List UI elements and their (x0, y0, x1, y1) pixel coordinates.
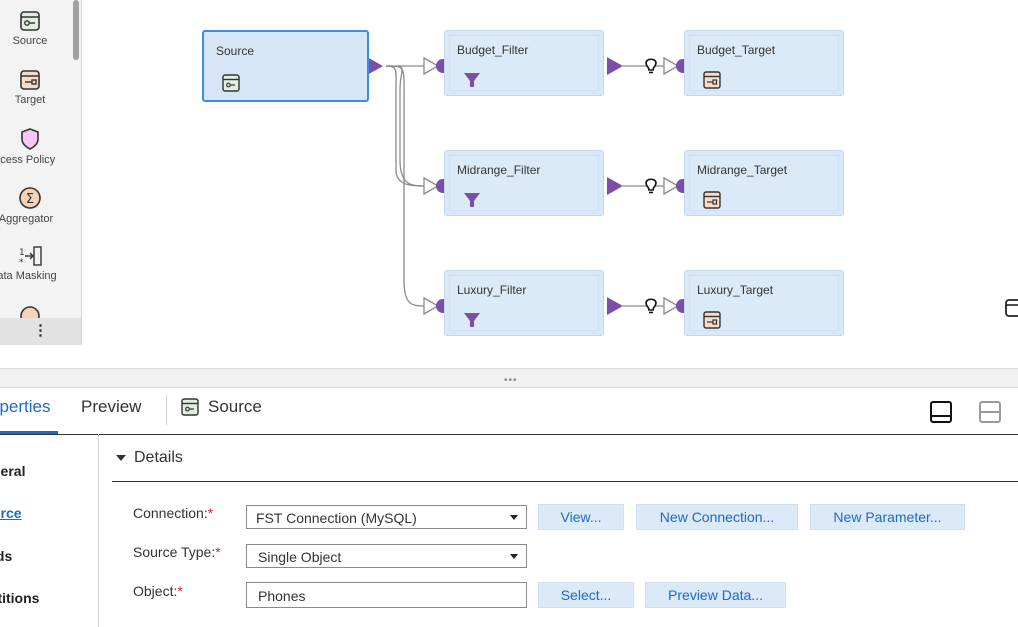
node-source[interactable]: Source (202, 30, 369, 102)
svg-text:Σ: Σ (26, 192, 34, 207)
lightbulb-icon (645, 178, 657, 194)
view-connection-button[interactable]: View... (538, 504, 624, 530)
minimap-icon[interactable] (1004, 298, 1018, 318)
palette-item-access-policy[interactable]: ccess Policy (0, 127, 60, 166)
split-horizontal-icon[interactable] (979, 401, 1001, 423)
node-luxury-filter[interactable]: Luxury_Filter (444, 270, 604, 336)
new-connection-button[interactable]: New Connection... (636, 504, 798, 530)
required-marker: * (177, 583, 183, 599)
source-type-label: Source Type:* (133, 544, 221, 560)
details-title: Details (134, 449, 183, 466)
required-marker: * (207, 505, 214, 521)
new-parameter-button[interactable]: New Parameter... (810, 504, 965, 530)
target-icon (20, 70, 40, 90)
target-icon (703, 311, 721, 329)
node-title: Budget_Target (697, 43, 776, 57)
node-title: Source (216, 44, 255, 58)
palette-label: Target (14, 94, 46, 106)
mapping-canvas[interactable]: Source Budget_Filter Midrange_Filter Lux… (82, 0, 1018, 368)
transformation-palette: Source Target ccess Policy Σ Aggregator … (0, 0, 82, 345)
svg-text:1: 1 (19, 248, 25, 258)
active-tab-indicator (0, 431, 58, 434)
filter-icon (464, 73, 480, 87)
svg-text:*: * (19, 258, 24, 267)
connection-label: Connection:* (133, 505, 214, 521)
dropdown-arrow-icon (510, 515, 518, 520)
filter-icon (464, 193, 480, 207)
panel-splitter[interactable]: ••• (0, 368, 1018, 388)
required-marker: * (215, 544, 221, 560)
object-value: Phones (258, 588, 306, 604)
node-budget-filter[interactable]: Budget_Filter (444, 30, 604, 96)
more-icon: ⋮ (33, 322, 48, 339)
data-masking-icon: 1 * (19, 246, 42, 267)
source-type-value: Single Object (258, 549, 342, 565)
palette-item-data-masking[interactable]: 1 * ata Masking (0, 245, 60, 282)
nav-item-general[interactable]: neral (0, 463, 26, 479)
drag-handle-icon[interactable]: ••• (504, 375, 518, 386)
palette-scrollbar[interactable] (73, 0, 79, 60)
tab-properties[interactable]: operties (0, 397, 51, 416)
nav-item-fields[interactable]: lds (0, 548, 13, 564)
source-icon (222, 74, 240, 92)
node-title: Midrange_Filter (457, 163, 541, 177)
tab-divider (166, 395, 167, 425)
object-label: Object:* (133, 583, 183, 599)
nav-item-source[interactable]: urce (0, 505, 22, 521)
node-luxury-target[interactable]: Luxury_Target (684, 270, 844, 336)
target-icon (703, 71, 721, 89)
palette-label: ata Masking (0, 270, 57, 282)
midrange-filter-output-port (607, 177, 623, 195)
target-icon (703, 191, 721, 209)
palette-item-aggregator[interactable]: Σ Aggregator (0, 186, 60, 225)
link-source-luxury (385, 65, 428, 307)
details-section-header[interactable]: Details (112, 449, 1018, 482)
source-output-port (367, 57, 383, 75)
filter-icon (464, 313, 480, 327)
node-title: Budget_Filter (457, 43, 529, 57)
aggregator-icon: Σ (19, 187, 41, 209)
connection-select[interactable]: FST Connection (MySQL) (246, 505, 527, 529)
palette-item-target[interactable]: Target (0, 69, 60, 106)
node-title: Luxury_Filter (457, 283, 527, 297)
link-layer (367, 56, 690, 316)
dock-bottom-icon[interactable] (930, 401, 952, 423)
selected-object-name: Source (208, 397, 262, 416)
collapse-caret-icon[interactable] (116, 455, 126, 461)
node-title: Midrange_Target (697, 163, 788, 177)
palette-item-source[interactable]: Source (0, 10, 60, 47)
node-midrange-filter[interactable]: Midrange_Filter (444, 150, 604, 216)
budget-filter-output-port (607, 57, 623, 75)
node-title: Luxury_Target (697, 283, 774, 297)
palette-label: Source (12, 35, 48, 47)
lightbulb-icon (645, 58, 657, 74)
select-object-button[interactable]: Select... (538, 582, 634, 608)
palette-item-partial[interactable] (0, 302, 60, 318)
source-icon (20, 11, 40, 31)
access-policy-icon (21, 128, 39, 150)
palette-more-button[interactable]: ⋮ (0, 318, 81, 345)
source-type-select[interactable]: Single Object (246, 544, 527, 568)
dropdown-arrow-icon (510, 554, 518, 559)
preview-data-button[interactable]: Preview Data... (645, 582, 786, 608)
source-icon (181, 398, 199, 416)
palette-label: ccess Policy (0, 154, 56, 166)
nav-item-partitions[interactable]: rtitions (0, 590, 40, 606)
lightbulb-icon (645, 298, 657, 314)
object-field[interactable]: Phones (246, 582, 527, 608)
luxury-filter-output-port (607, 297, 623, 315)
link-source-midrange (385, 65, 428, 187)
node-budget-target[interactable]: Budget_Target (684, 30, 844, 96)
properties-tabbar: operties Preview Source (0, 389, 1018, 435)
palette-label: Aggregator (0, 213, 54, 225)
tab-preview[interactable]: Preview (81, 397, 142, 416)
expression-icon (20, 306, 40, 318)
node-midrange-target[interactable]: Midrange_Target (684, 150, 844, 216)
connection-value: FST Connection (MySQL) (256, 510, 417, 526)
properties-nav: neral urce lds rtitions (0, 434, 99, 627)
